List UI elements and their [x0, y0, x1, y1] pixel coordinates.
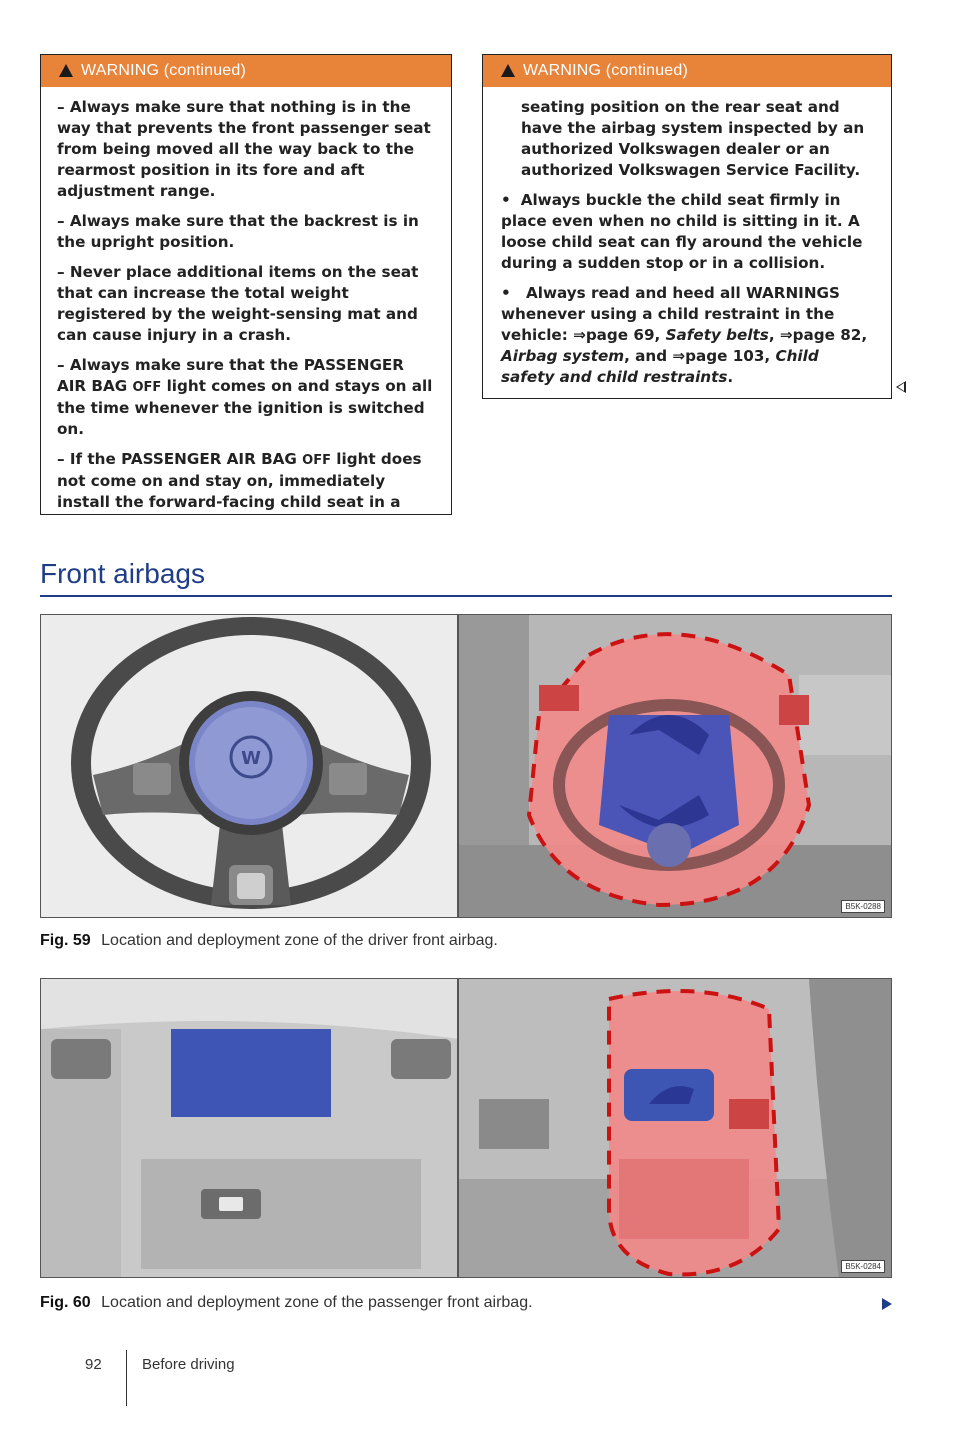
figure-driver-deployment-zone: B5K-0288 — [458, 614, 892, 918]
svg-text:W: W — [241, 748, 261, 769]
warning-item-text: light does not come on and stay on, imme… — [57, 450, 422, 511]
warning-item: – Always make sure that the backrest is … — [57, 212, 419, 251]
warning-bullet: Always read and heed all WARNINGS whenev… — [501, 283, 875, 388]
warning-item: – Always make sure that the PASSENGER AI… — [57, 355, 435, 440]
section-title: Front airbags — [40, 558, 205, 589]
page-reference-link[interactable]: Airbag system — [501, 347, 625, 365]
passenger-deployment-image — [459, 979, 891, 1277]
warning-item: – Always make sure that nothing is in th… — [57, 98, 431, 200]
warning-triangle-icon — [59, 63, 73, 77]
warning-box-left: WARNING (continued) – Always make sure t… — [40, 54, 452, 515]
passenger-airbag-off-icon: OFF — [302, 453, 331, 468]
warning-bullet-text: . — [727, 368, 734, 386]
figure-caption: Fig. 59 Location and deployment zone of … — [40, 932, 498, 950]
figure-label: Fig. 59 — [40, 932, 91, 949]
figure-caption-text: Location and deployment zone of the pass… — [101, 1294, 533, 1311]
figure-id: B5K-0284 — [841, 1260, 885, 1273]
warning-triangle-icon — [501, 63, 515, 77]
figure-label: Fig. 60 — [40, 1294, 91, 1311]
warning-bullet: Always buckle the child seat firmly in p… — [501, 190, 875, 274]
continued-arrow-icon — [882, 1298, 892, 1310]
warning-item-text: light comes on and stays on all the time… — [57, 377, 433, 438]
warning-item-text: – If the PASSENGER AIR BAG — [57, 450, 297, 468]
page-reference-link[interactable]: Safety belts — [665, 326, 769, 344]
figure-steering-wheel: W — [40, 614, 458, 918]
figure-passenger-dashboard — [40, 978, 458, 1278]
page-reference-link[interactable]: Child safety and child restraints — [501, 347, 819, 386]
figure-passenger-deployment-zone: B5K-0284 — [458, 978, 892, 1278]
warning-item: – If the PASSENGER AIR BAG OFF light doe… — [57, 449, 435, 513]
warning-bullet-text: , ⇒page 82, — [768, 326, 868, 344]
chapter-title: Before driving — [142, 1356, 235, 1373]
warning-box-right: WARNING (continued) seating position on … — [482, 54, 892, 399]
section-divider — [40, 595, 892, 597]
warning-header-text: WARNING (continued) — [81, 62, 247, 79]
page-number: 92 — [85, 1356, 102, 1373]
footer-divider — [126, 1350, 127, 1406]
warning-header: WARNING (continued) — [41, 55, 451, 87]
warning-header-text: WARNING (continued) — [523, 62, 689, 79]
section-end-icon — [896, 381, 906, 393]
warning-item-text: – Always make sure that the PASSENGER AI… — [57, 356, 404, 395]
driver-deployment-image — [459, 615, 891, 917]
warning-header: WARNING (continued) — [483, 55, 891, 87]
warning-paragraph: seating position on the rear seat and ha… — [521, 98, 865, 179]
figure-caption: Fig. 60 Location and deployment zone of … — [40, 1294, 533, 1312]
passenger-airbag-off-icon: OFF — [132, 380, 162, 395]
steering-wheel-image: W — [41, 615, 457, 917]
passenger-dashboard-image — [41, 979, 457, 1277]
warning-item: – Never place additional items on the se… — [57, 263, 419, 344]
warning-bullet-text: Always read and heed all WARNINGS whenev… — [501, 284, 840, 344]
figure-caption-text: Location and deployment zone of the driv… — [101, 932, 498, 949]
warning-bullet-text: , and ⇒page 103, — [624, 347, 771, 365]
figure-id: B5K-0288 — [841, 900, 885, 913]
